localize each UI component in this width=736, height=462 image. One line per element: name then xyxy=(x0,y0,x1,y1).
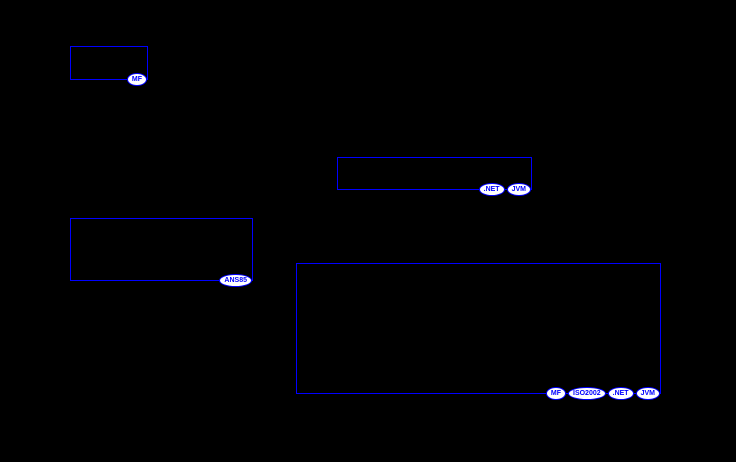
dialect-badge-iso2002: ISO2002 xyxy=(568,387,606,400)
dialect-badge-jvm: JVM xyxy=(506,183,531,196)
dialect-badge-ans85: ANS85 xyxy=(219,274,252,287)
dialect-badge-mf: MF xyxy=(126,73,147,86)
dialect-badge-row: ANS85 xyxy=(219,274,252,287)
dialect-badge-mf: MF xyxy=(545,387,566,400)
syntax-box-3: ANS85 xyxy=(70,218,253,287)
syntax-box-1: MF xyxy=(70,46,148,86)
dialect-badge-net: .NET xyxy=(478,183,505,196)
dialect-badge-jvm: JVM xyxy=(635,387,660,400)
dialect-badge-row: MF xyxy=(126,73,147,86)
dialect-badge-net: .NET xyxy=(607,387,634,400)
